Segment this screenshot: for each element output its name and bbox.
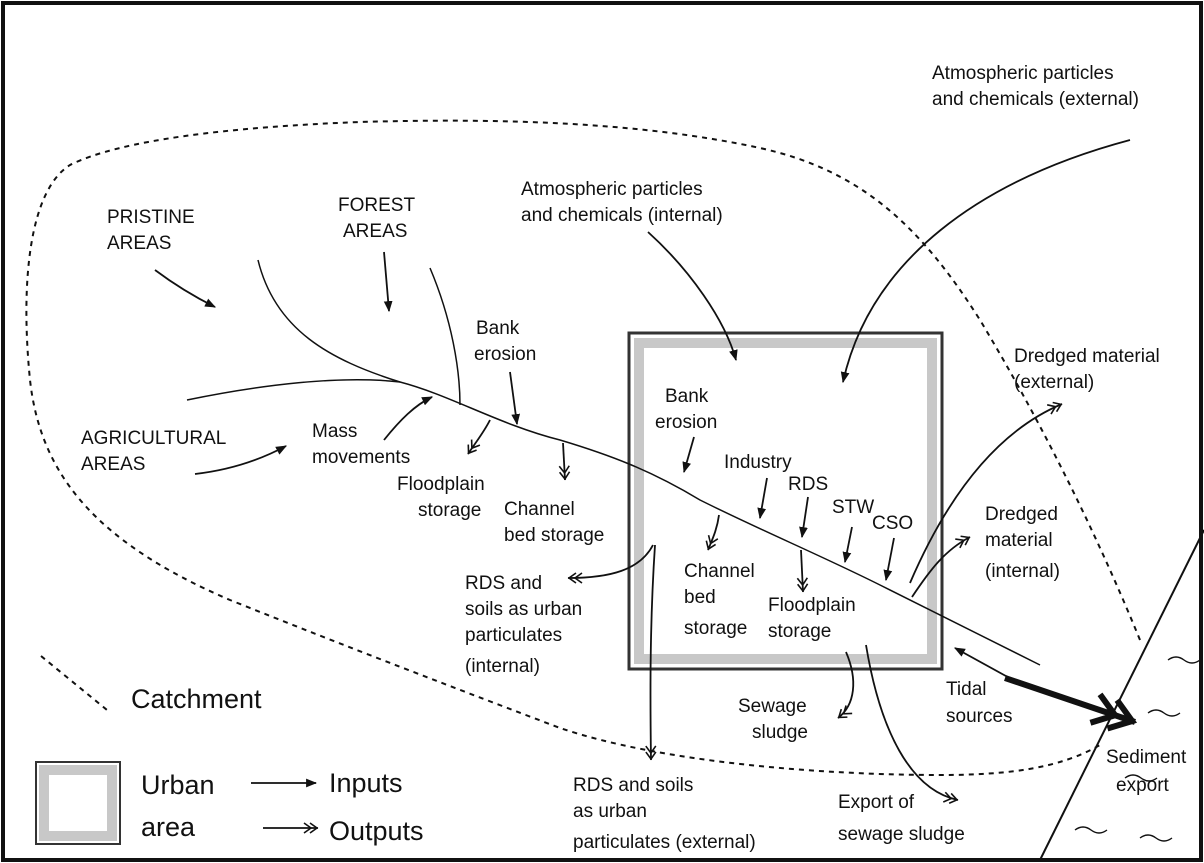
- output-arrow: [909, 401, 1063, 584]
- urban-area-box: [627, 331, 944, 671]
- input-arrow: [840, 139, 1131, 384]
- input-arrow: [383, 251, 393, 313]
- legend-urban-area-label: Urban area: [141, 770, 222, 842]
- label-cso: CSO: [872, 513, 913, 534]
- catchment-boundary: [25, 119, 1141, 777]
- estuary-wave: [1147, 709, 1181, 717]
- input-arrow: [883, 537, 895, 582]
- label-tidal-sources: Tidal sources: [946, 679, 1013, 727]
- label-floodplain-storage-urban: Floodplain storage: [768, 595, 861, 642]
- output-arrow: [837, 651, 855, 719]
- label-rds-internal: RDS and soils as urban particulates (int…: [465, 573, 588, 677]
- sediment-export-arrow: [1004, 675, 1138, 732]
- label-export-sewage-sludge: Export of sewage sludge: [838, 792, 965, 845]
- input-arrow: [194, 445, 287, 475]
- estuary-wave: [1074, 826, 1108, 834]
- legend: Catchment Urban area Inputs Outputs: [35, 655, 424, 846]
- input-arrow: [647, 231, 738, 362]
- label-agricultural-areas: AGRICULTURAL AREAS: [81, 428, 231, 475]
- input-arrow: [383, 396, 433, 441]
- output-arrow: [705, 514, 720, 551]
- estuary-wave: [1139, 834, 1173, 842]
- label-mass-movements: Mass movements: [312, 421, 410, 468]
- input-arrow: [799, 496, 809, 539]
- label-dredged-external: Dredged material (external): [1014, 346, 1165, 393]
- output-arrow: [865, 644, 959, 804]
- river-main: [186, 378, 1041, 666]
- label-sewage-sludge: Sewage sludge: [738, 696, 812, 743]
- label-bank-erosion-upper: Bank erosion: [474, 318, 536, 365]
- output-arrow: [911, 535, 971, 598]
- output-arrow: [558, 442, 571, 481]
- estuary-wave: [1124, 774, 1158, 782]
- input-arrow: [154, 269, 216, 308]
- legend-outputs-label: Outputs: [329, 816, 424, 846]
- river-tributary-1: [257, 259, 401, 383]
- input-arrow: [509, 371, 521, 426]
- output-arrow: [567, 544, 654, 584]
- legend-urban-area-swatch: [35, 761, 121, 845]
- estuary-wave: [1167, 656, 1201, 664]
- label-rds: RDS: [788, 474, 828, 495]
- input-arrow: [842, 526, 853, 564]
- input-arrow: [757, 477, 768, 520]
- output-arrow: [796, 549, 809, 593]
- legend-catchment-label: Catchment: [131, 684, 262, 714]
- label-pristine-areas: PRISTINE AREAS: [107, 207, 200, 254]
- label-atmos-external: Atmospheric particles and chemicals (ext…: [932, 63, 1139, 110]
- label-sediment-export: Sediment export: [1106, 747, 1192, 796]
- label-stw: STW: [832, 497, 874, 518]
- label-rds-external: RDS and soils as urban particulates (ext…: [573, 775, 756, 853]
- label-channel-bed-storage-urban: Channel bed storage: [684, 561, 760, 639]
- river-tributary-2: [429, 267, 461, 406]
- label-bank-erosion-urban: Bank erosion: [655, 386, 717, 433]
- label-industry: Industry: [724, 452, 792, 473]
- output-arrow: [645, 544, 657, 761]
- label-channel-bed-storage-upper: Channel bed storage: [504, 499, 604, 546]
- legend-catchment-line: [40, 655, 108, 711]
- label-dredged-internal: Dredged material (internal): [985, 504, 1063, 582]
- legend-inputs-label: Inputs: [329, 768, 403, 798]
- input-arrow: [682, 436, 695, 474]
- label-floodplain-storage-upper: Floodplain storage: [397, 474, 490, 521]
- label-forest-areas: FOREST AREAS: [338, 195, 420, 242]
- label-atmos-internal: Atmospheric particles and chemicals (int…: [521, 179, 723, 226]
- output-arrow: [467, 419, 491, 455]
